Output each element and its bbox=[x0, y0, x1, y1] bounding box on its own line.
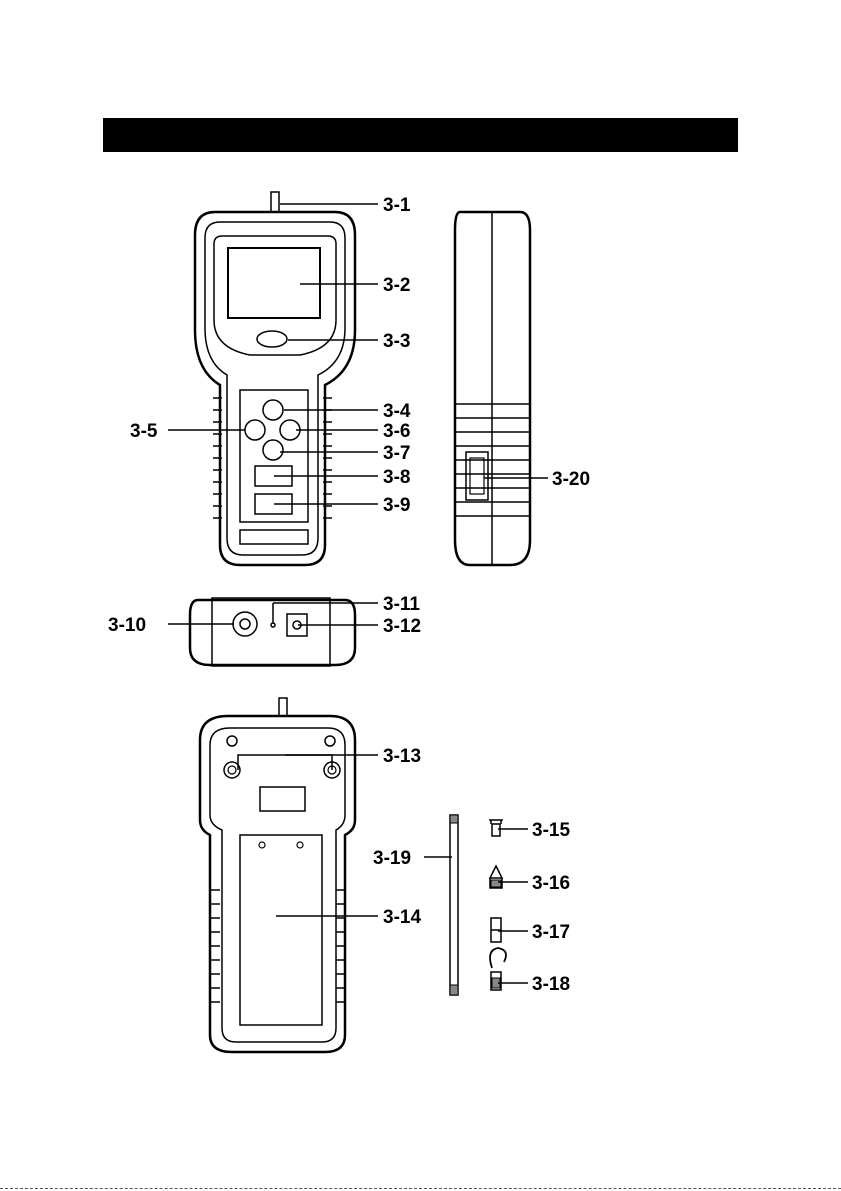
back-body-inner bbox=[210, 728, 345, 1042]
bottom-center-panel bbox=[212, 598, 330, 666]
hook-attachment bbox=[490, 948, 506, 968]
cone-attachment-thread bbox=[491, 880, 501, 887]
callout-3-14: 3-14 bbox=[383, 907, 421, 928]
sensor-jack-inner bbox=[240, 619, 250, 629]
callout-labels: 3-1 3-2 3-3 3-4 3-5 3-6 3-7 3-8 3-9 3-20… bbox=[108, 195, 590, 995]
callout-3-3: 3-3 bbox=[383, 331, 410, 352]
reset-hole[interactable] bbox=[271, 623, 275, 627]
callout-3-5: 3-5 bbox=[130, 421, 158, 442]
page-bottom-dashed-rule bbox=[0, 1188, 841, 1189]
bottom-label-plate bbox=[240, 530, 308, 544]
stand-mount-left-inner bbox=[228, 766, 236, 774]
callout-3-1: 3-1 bbox=[383, 195, 411, 216]
callout-3-12: 3-12 bbox=[383, 616, 421, 637]
extension-rod bbox=[450, 815, 458, 995]
callout-3-11: 3-11 bbox=[383, 594, 420, 615]
extension-rod-top-thread bbox=[450, 815, 458, 823]
callout-3-4: 3-4 bbox=[383, 401, 411, 422]
lcd-display bbox=[228, 248, 320, 318]
back-view bbox=[200, 698, 355, 1052]
accessories bbox=[450, 815, 506, 995]
back-left-grip-ribs bbox=[210, 890, 220, 1002]
callout-3-10: 3-10 bbox=[108, 615, 146, 636]
callout-3-17: 3-17 bbox=[532, 922, 570, 943]
callout-3-20: 3-20 bbox=[552, 469, 590, 490]
callout-3-7: 3-7 bbox=[383, 443, 410, 464]
chisel-attachment bbox=[491, 918, 501, 942]
callout-3-13: 3-13 bbox=[383, 746, 421, 767]
front-body-outline bbox=[195, 212, 355, 565]
probe-tip bbox=[271, 192, 279, 212]
key-left[interactable] bbox=[245, 420, 265, 440]
side-connector-port[interactable] bbox=[466, 452, 488, 500]
callout-3-2: 3-2 bbox=[383, 275, 410, 296]
extension-rod-bottom-thread bbox=[450, 985, 458, 995]
key-bottom[interactable] bbox=[263, 440, 283, 460]
back-label-area bbox=[260, 787, 305, 811]
callout-3-9: 3-9 bbox=[383, 495, 410, 516]
flat-head-attachment bbox=[489, 820, 503, 836]
callout-3-19: 3-19 bbox=[373, 848, 411, 869]
callout-3-8: 3-8 bbox=[383, 467, 410, 488]
screw-top-right bbox=[325, 736, 335, 746]
callout-3-18: 3-18 bbox=[532, 974, 570, 995]
back-probe-tip bbox=[279, 698, 287, 716]
display-bezel bbox=[214, 236, 336, 355]
callout-3-15: 3-15 bbox=[532, 820, 570, 841]
side-view bbox=[455, 212, 530, 565]
key-top[interactable] bbox=[263, 400, 283, 420]
battery-cover-screw-right bbox=[297, 842, 303, 848]
battery-cover[interactable] bbox=[240, 835, 322, 1025]
battery-cover-screw-left bbox=[259, 842, 265, 848]
backlight-button[interactable] bbox=[257, 331, 287, 347]
sensor-jack-outer[interactable] bbox=[233, 612, 257, 636]
callout-3-16: 3-16 bbox=[532, 873, 570, 894]
leader-lines bbox=[168, 204, 548, 983]
front-view bbox=[195, 192, 355, 565]
callout-3-6: 3-6 bbox=[383, 421, 410, 442]
screw-top-left bbox=[227, 736, 237, 746]
